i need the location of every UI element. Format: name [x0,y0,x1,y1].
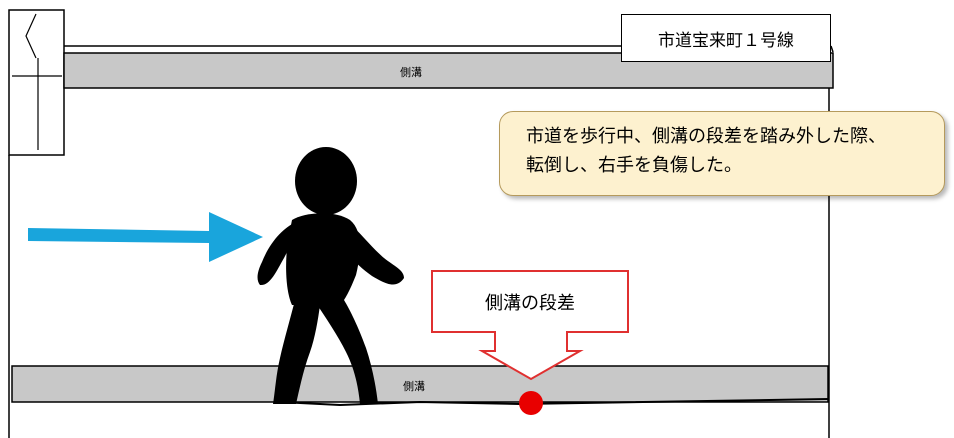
incident-description-line-2: 転倒し、右手を負傷した。 [526,155,742,176]
lower-ditch [11,365,829,403]
incident-location-marker [519,391,543,415]
road-name-label: 市道宝来町１号線 [621,14,831,62]
side-road-box [8,9,65,156]
pedestrian-right-arm [340,222,404,285]
incident-description-note: 市道を歩行中、側溝の段差を踏み外した際、 転倒し、右手を負傷した。 [499,111,945,196]
ditch-step-edge [279,398,830,407]
incident-description-line-1: 市道を歩行中、側溝の段差を踏み外した際、 [526,126,886,147]
pedestrian-right-leg [314,300,378,404]
pedestrian-torso [286,213,360,305]
pedestrian-left-arm [257,222,300,286]
top-road-line-right [830,45,834,53]
step-callout-label: 側溝の段差 [485,293,575,314]
walking-direction-arrow [28,212,263,262]
step-callout-shape [431,270,629,381]
lower-ditch-label: 側溝 [403,380,425,393]
pedestrian-left-leg [273,296,320,404]
pedestrian-head [295,147,357,215]
pedestrian-figure [257,147,404,404]
side-road-chevron [25,13,37,59]
upper-ditch-label: 側溝 [400,66,422,79]
